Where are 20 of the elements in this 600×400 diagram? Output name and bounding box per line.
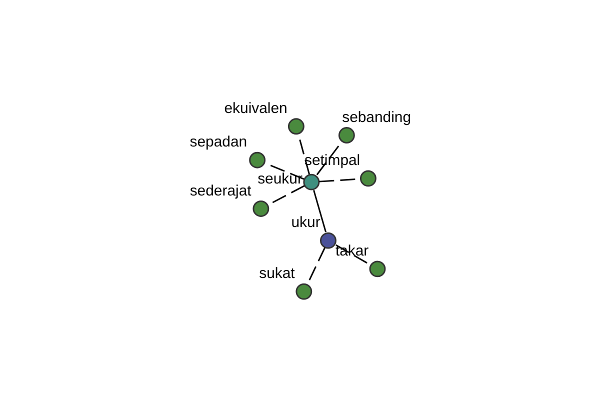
node-circle — [302, 174, 320, 190]
node-label: setimpal — [304, 152, 360, 169]
node-label: seukur — [257, 170, 302, 188]
node-label: sukat — [258, 265, 294, 282]
node-circle — [252, 200, 269, 217]
node-circle — [320, 232, 336, 249]
connector — [335, 244, 370, 266]
node-label: sepadan — [189, 134, 247, 151]
node-circle — [338, 127, 354, 144]
node-label: ukur — [290, 214, 320, 232]
connector — [312, 190, 326, 232]
node-label: takar — [334, 242, 368, 260]
node-circle — [287, 118, 304, 135]
node-circle — [359, 170, 376, 187]
node-label: sederajat — [189, 182, 251, 200]
node-circle — [368, 260, 386, 278]
node-label: ekuivalen — [224, 100, 287, 117]
node-label: sebanding — [342, 108, 411, 126]
node-circle — [295, 283, 312, 300]
node-circle — [248, 152, 266, 168]
